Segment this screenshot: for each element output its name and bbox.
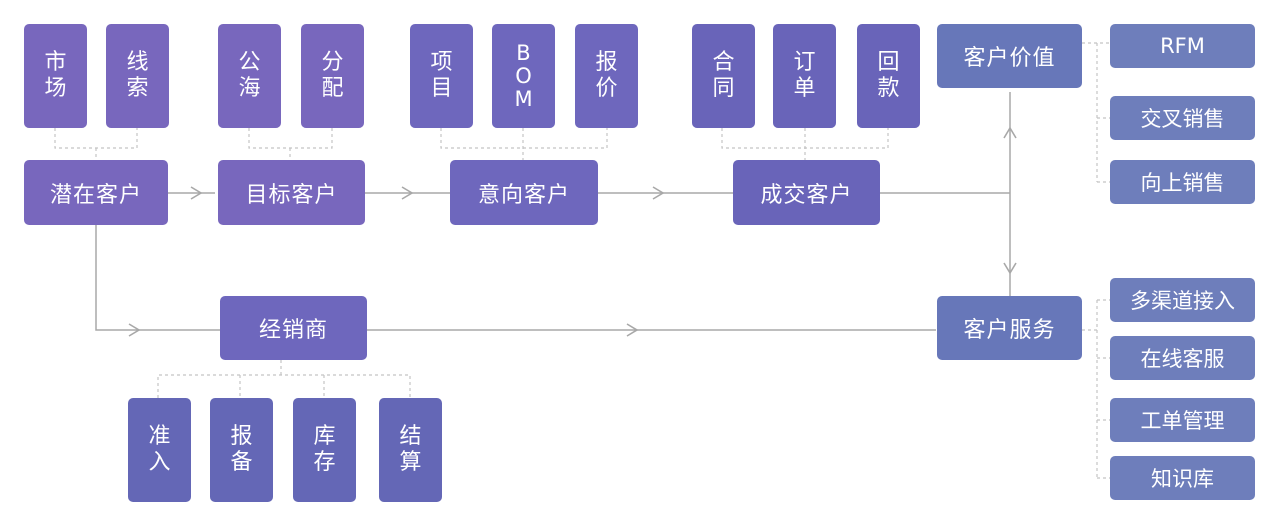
node-customer-service: 客户服务 bbox=[937, 296, 1082, 360]
sub-box-contract: 合 同 bbox=[692, 24, 755, 128]
arrowhead bbox=[1003, 126, 1017, 139]
sub-box-admission: 准 入 bbox=[128, 398, 191, 502]
arrowhead bbox=[401, 186, 414, 200]
arrowhead bbox=[190, 186, 203, 200]
sub-box-project: 项 目 bbox=[410, 24, 473, 128]
arrowhead bbox=[626, 323, 639, 337]
arrowhead bbox=[652, 186, 665, 200]
service-item-multichannel: 多渠道接入 bbox=[1110, 278, 1255, 322]
sub-box-quote: 报 价 bbox=[575, 24, 638, 128]
arrowhead bbox=[1003, 262, 1017, 275]
sub-box-payment: 回 款 bbox=[857, 24, 920, 128]
node-deal-customer: 成交客户 bbox=[733, 160, 880, 225]
sub-box-assign: 分 配 bbox=[301, 24, 364, 128]
node-potential-customer: 潜在客户 bbox=[24, 160, 168, 225]
service-item-online-support: 在线客服 bbox=[1110, 336, 1255, 380]
value-item-rfm: RFM bbox=[1110, 24, 1255, 68]
node-dealer: 经销商 bbox=[220, 296, 367, 360]
arrowhead bbox=[128, 323, 141, 337]
connector-potential-dealer bbox=[95, 225, 220, 331]
sub-box-leads: 线 索 bbox=[106, 24, 169, 128]
service-item-knowledge-base: 知识库 bbox=[1110, 456, 1255, 500]
value-item-cross-sell: 交叉销售 bbox=[1110, 96, 1255, 140]
service-item-ticket-management: 工单管理 bbox=[1110, 398, 1255, 442]
sub-box-report: 报 备 bbox=[210, 398, 273, 502]
sub-box-market: 市 场 bbox=[24, 24, 87, 128]
sub-box-public-pool: 公 海 bbox=[218, 24, 281, 128]
value-item-up-sell: 向上销售 bbox=[1110, 160, 1255, 204]
sub-box-order: 订 单 bbox=[773, 24, 836, 128]
node-intent-customer: 意向客户 bbox=[450, 160, 598, 225]
sub-box-settlement: 结 算 bbox=[379, 398, 442, 502]
sub-box-inventory: 库 存 bbox=[293, 398, 356, 502]
sub-box-bom: B O M bbox=[492, 24, 555, 128]
node-target-customer: 目标客户 bbox=[218, 160, 365, 225]
node-customer-value: 客户价值 bbox=[937, 24, 1082, 88]
